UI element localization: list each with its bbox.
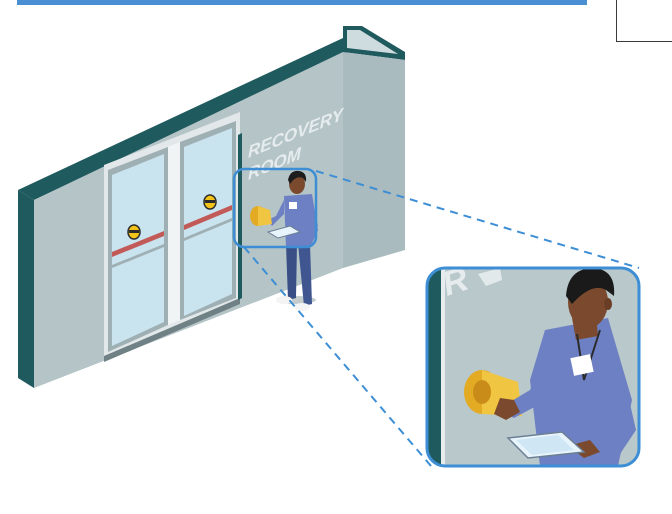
hand [494,398,520,420]
door-threshold [104,298,240,362]
left-door-push-bar [112,231,164,257]
callout-connector-top [315,170,640,269]
door-sensor-badge-icon [203,194,217,210]
header-accent-bar [17,0,587,5]
magnified-inset: R [425,266,641,468]
wall-corner-highlight [347,30,398,54]
right-door-lower-glass [184,221,232,316]
left-door-lower-glass [112,247,164,346]
id-badge [570,354,594,376]
wall-top-edge [18,38,360,200]
door-side-trim [238,133,242,300]
right-door-push-bar [184,205,232,230]
corner-panel [616,0,672,42]
tablet-icon [266,225,302,239]
callout-source-frame [232,167,318,249]
callout-connector-bottom [243,246,432,467]
nurse-figure [250,170,318,311]
wall-corner-face [343,52,405,268]
callout-zoom-frame [425,266,641,468]
wall-left-edge [18,190,34,388]
door-mullion [168,142,180,325]
door-sensor-badge-icon [127,224,141,240]
double-doors [104,112,240,362]
hand-sanitizer-sensor-icon [250,206,272,226]
